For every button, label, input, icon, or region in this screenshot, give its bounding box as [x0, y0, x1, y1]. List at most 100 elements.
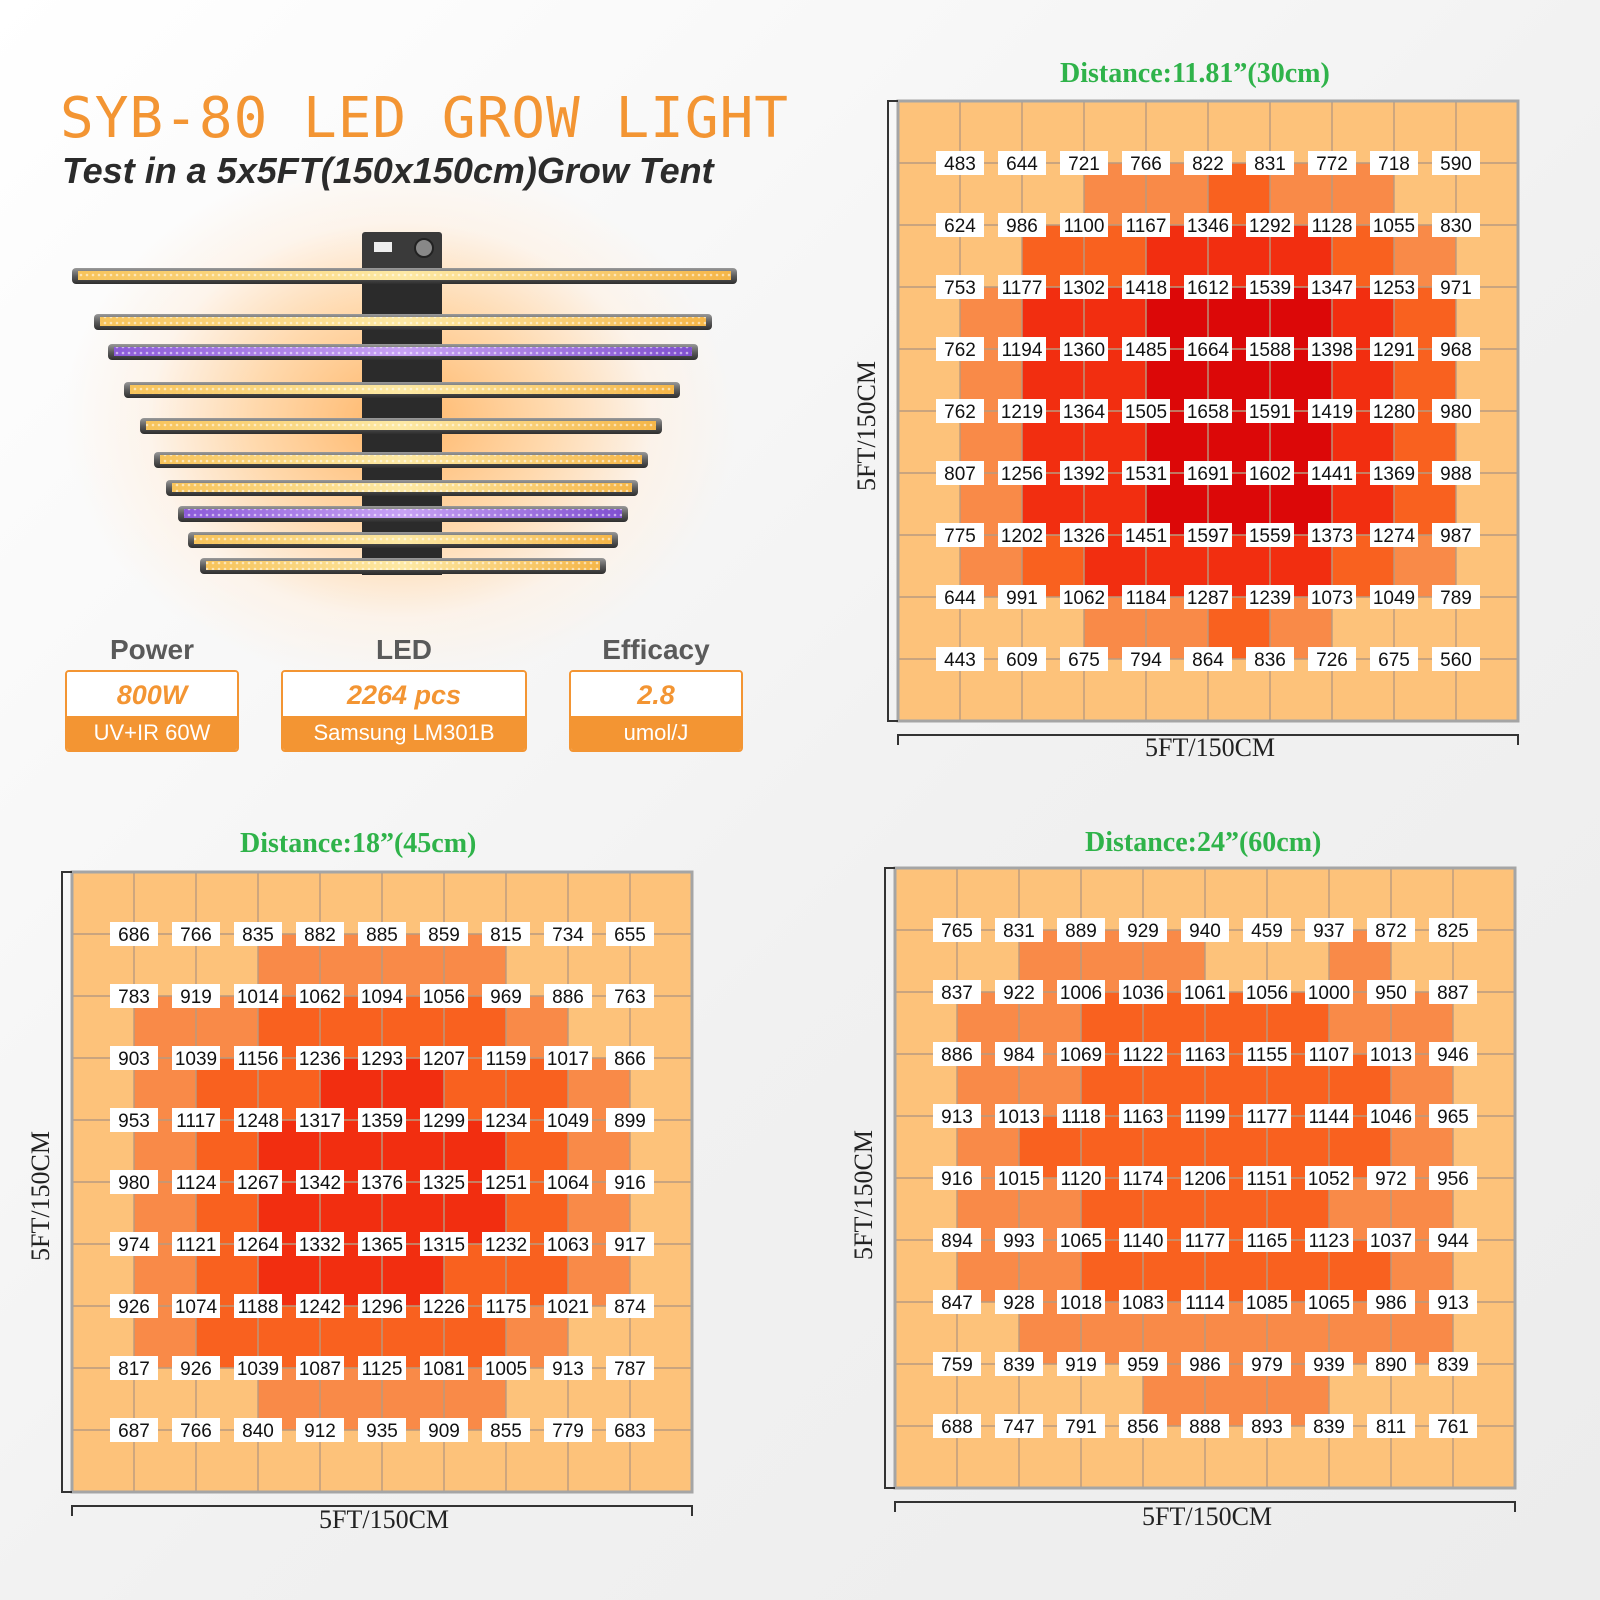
ppfd-value: 1094	[361, 987, 404, 1008]
ppfd-value: 443	[944, 650, 976, 671]
value-label-bg	[420, 922, 468, 946]
value-label-bg	[1305, 1290, 1353, 1314]
value-label-bg	[995, 1290, 1043, 1314]
ppfd-value: 1326	[1063, 526, 1105, 547]
y-dimension-bracket	[887, 100, 898, 722]
value-label-bg	[1429, 1042, 1477, 1066]
ppfd-value: 783	[118, 987, 150, 1008]
ppfd-value: 1612	[1187, 278, 1229, 299]
spec-box: 800W UV+IR 60W	[65, 670, 239, 752]
ppfd-value: 1085	[1246, 1293, 1288, 1314]
value-label-bg	[1184, 275, 1232, 299]
value-label-bg	[482, 1170, 530, 1194]
value-label-bg	[544, 922, 592, 946]
value-label-bg	[110, 1046, 158, 1070]
value-label-bg	[995, 1352, 1043, 1376]
ppfd-value: 807	[944, 464, 976, 485]
ppfd-value: 988	[1440, 464, 1472, 485]
ppfd-value: 1299	[423, 1111, 465, 1132]
value-label-bg	[1243, 1166, 1291, 1190]
value-label-bg	[998, 585, 1046, 609]
ppfd-value: 886	[552, 987, 584, 1008]
ppfd-value: 1036	[1122, 983, 1164, 1004]
ppfd-value: 1342	[299, 1173, 341, 1194]
ppfd-value: 1107	[1309, 1045, 1350, 1066]
value-label-bg	[234, 984, 282, 1008]
value-label-bg	[172, 1170, 220, 1194]
led-dots	[100, 317, 706, 326]
value-label-bg	[234, 1046, 282, 1070]
value-label-bg	[1429, 1290, 1477, 1314]
ppfd-value: 1232	[485, 1235, 527, 1256]
value-label-bg	[234, 922, 282, 946]
ppfd-value: 916	[941, 1169, 973, 1190]
value-label-bg	[933, 1290, 981, 1314]
value-label-bg	[172, 1294, 220, 1318]
ppfd-value: 1597	[1187, 526, 1229, 547]
ppfd-value: 1039	[175, 1049, 217, 1070]
value-label-bg	[998, 647, 1046, 671]
value-label-bg	[544, 1294, 592, 1318]
value-label-bg	[1060, 337, 1108, 361]
value-label-bg	[1119, 1104, 1167, 1128]
ppfd-value: 624	[944, 216, 976, 237]
value-label-bg	[1122, 399, 1170, 423]
ppfd-value: 1234	[485, 1111, 528, 1132]
value-label-bg	[936, 647, 984, 671]
value-label-bg	[358, 984, 406, 1008]
ppfd-value: 1376	[361, 1173, 403, 1194]
value-label-bg	[936, 337, 984, 361]
value-label-bg	[1308, 461, 1356, 485]
value-label-bg	[1305, 980, 1353, 1004]
value-label-bg	[1060, 213, 1108, 237]
ppfd-value: 1123	[1309, 1231, 1350, 1252]
value-label-bg	[1370, 399, 1418, 423]
ppfd-value: 1365	[361, 1235, 403, 1256]
value-label-bg	[1184, 213, 1232, 237]
value-label-bg	[234, 1294, 282, 1318]
value-label-bg	[482, 1356, 530, 1380]
value-label-bg	[358, 1108, 406, 1132]
ppfd-value: 789	[1440, 588, 1472, 609]
ppfd-value: 835	[242, 925, 274, 946]
ppfd-value: 1155	[1247, 1045, 1288, 1066]
x-axis-label: 5FT/150CM	[1142, 1502, 1273, 1531]
ppfd-value: 1226	[423, 1297, 465, 1318]
value-label-bg	[544, 1232, 592, 1256]
value-label-bg	[1057, 1352, 1105, 1376]
ppfd-value: 979	[1251, 1355, 1283, 1376]
ppfd-value: 1159	[486, 1049, 527, 1070]
value-label-bg	[544, 984, 592, 1008]
value-label-bg	[1429, 980, 1477, 1004]
ppfd-value: 1451	[1125, 526, 1167, 547]
value-label-bg	[1367, 1290, 1415, 1314]
ppfd-value: 1253	[1373, 278, 1415, 299]
value-label-bg	[998, 337, 1046, 361]
ppfd-value: 1165	[1247, 1231, 1288, 1252]
ppfd-value: 683	[614, 1421, 646, 1442]
ppfd-value: 1006	[1060, 983, 1102, 1004]
ppfd-value: 1063	[547, 1235, 589, 1256]
value-label-bg	[1243, 1228, 1291, 1252]
value-label-bg	[172, 1108, 220, 1132]
value-label-bg	[296, 1232, 344, 1256]
ppfd-value: 993	[1003, 1231, 1035, 1252]
ppfd-value: 1188	[238, 1297, 279, 1318]
ppfd-value: 968	[1440, 340, 1472, 361]
value-label-bg	[234, 1108, 282, 1132]
value-label-bg	[1429, 1352, 1477, 1376]
value-label-bg	[482, 1046, 530, 1070]
value-label-bg	[1181, 1042, 1229, 1066]
value-label-bg	[420, 1108, 468, 1132]
value-label-bg	[1122, 647, 1170, 671]
value-label-bg	[1122, 275, 1170, 299]
spec-efficacy: Efficacy 2.8 umol/J	[569, 634, 743, 752]
ppfd-value: 969	[490, 987, 522, 1008]
value-label-bg	[1181, 1166, 1229, 1190]
ppfd-value: 1124	[176, 1173, 217, 1194]
value-label-bg	[933, 1104, 981, 1128]
